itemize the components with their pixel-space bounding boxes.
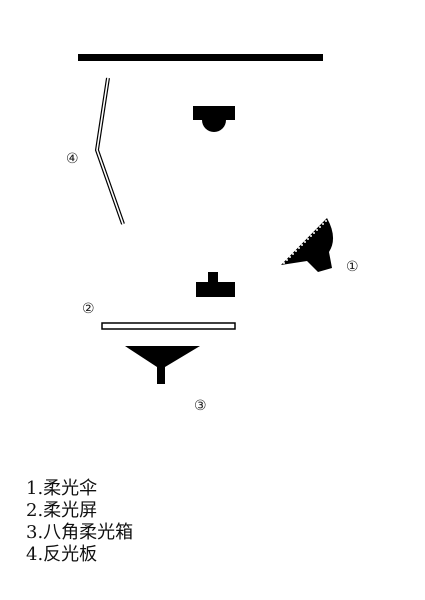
marker-softscreen: ② [82,301,95,317]
umbrella-tooth [325,220,327,222]
legend-item-reflector: 4.反光板 [26,544,98,565]
umbrella-tooth [283,262,285,264]
reflector-board [94,77,125,225]
marker-umbrella: ① [346,259,359,275]
umbrella-tooth [292,253,294,255]
marker-octabox: ③ [194,398,207,414]
umbrella-tooth [286,259,288,261]
umbrella-tooth [313,232,315,234]
umbrella-tooth [319,226,321,228]
top-camera-icon [193,106,235,132]
umbrella-tooth [316,229,318,231]
octabox-icon [125,346,200,384]
middle-subject-icon [196,272,235,297]
umbrella-teeth [283,220,327,264]
marker-reflector: ④ [66,151,79,167]
umbrella-tooth [304,241,306,243]
backdrop-bar [78,54,323,61]
umbrella-tooth [295,250,297,252]
umbrella-tooth [298,247,300,249]
umbrella-tooth [289,256,291,258]
umbrella-tooth [301,244,303,246]
legend-item-softscreen: 2.柔光屏 [26,500,98,521]
legend: 1.柔光伞 2.柔光屏 3.八角柔光箱 4.反光板 [26,478,133,566]
legend-item-octabox: 3.八角柔光箱 [26,522,134,543]
umbrella-tooth [307,238,309,240]
legend-item-umbrella: 1.柔光伞 [26,478,98,499]
umbrella-tooth [310,235,312,237]
umbrella-light-icon [281,218,334,272]
umbrella-tooth [322,223,324,225]
reflector-board-inner [96,77,124,225]
soft-screen [101,322,236,330]
